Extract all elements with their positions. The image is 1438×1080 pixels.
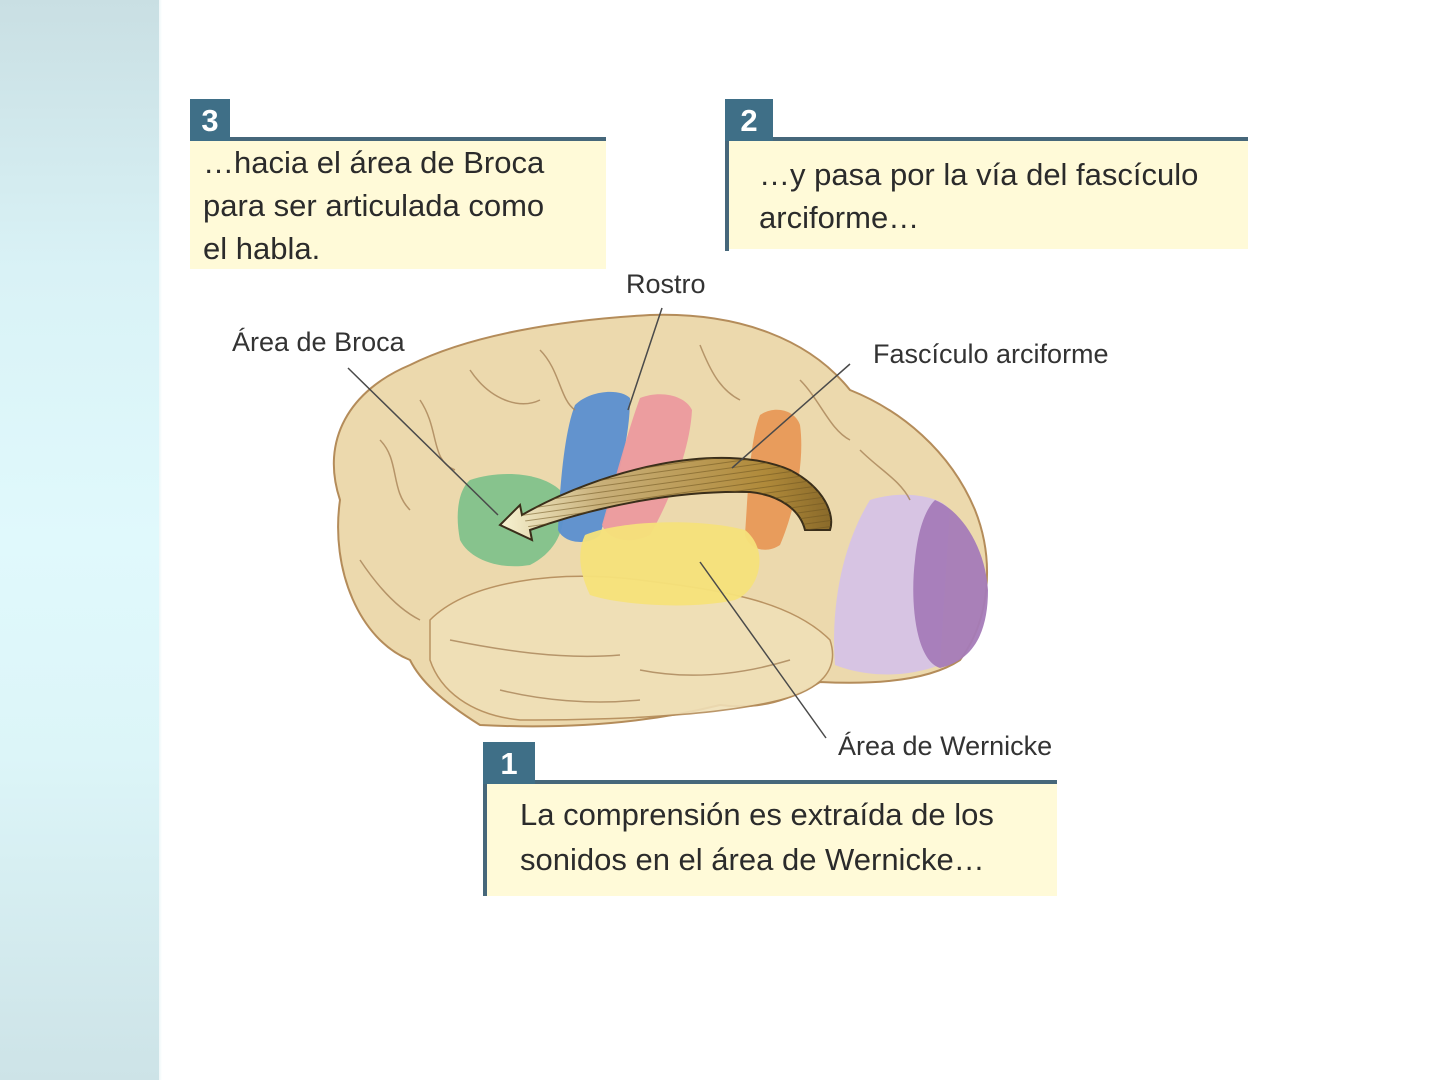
arcuate-fasciculus-arrow (498, 456, 833, 542)
callout-rule (230, 137, 606, 141)
label-rostro: Rostro (626, 269, 706, 299)
callout-line: sonidos en el área de Wernicke… (520, 842, 985, 877)
callout-side-rule (725, 141, 729, 251)
callout-text: …hacia el área de Broca para ser articul… (190, 141, 606, 269)
callout-line: el habla. (203, 231, 321, 266)
callout-rule (535, 780, 1057, 784)
step-badge: 2 (725, 99, 773, 141)
callout-line: La comprensión es extraída de los (520, 797, 994, 832)
label-area-broca: Área de Broca (232, 327, 405, 357)
callout-text: …y pasa por la vía del fascículo arcifor… (729, 141, 1248, 249)
sidebar-edge (159, 0, 162, 1080)
brain-shape (332, 313, 988, 728)
step-badge: 3 (190, 99, 230, 141)
callout-line: …hacia el área de Broca (203, 145, 545, 180)
callout-side-rule (483, 784, 487, 896)
label-area-wernicke: Área de Wernicke (838, 731, 1053, 761)
leader-lines (347, 307, 851, 739)
step-badge: 1 (483, 742, 535, 784)
region-visual-primary (913, 500, 988, 668)
label-fasciculo-arciforme: Fascículo arciforme (873, 339, 1109, 369)
callout-rule (773, 137, 1248, 141)
region-wernicke (580, 522, 760, 606)
callout-line: arciforme… (759, 200, 920, 235)
callout-line: …y pasa por la vía del fascículo (759, 157, 1199, 192)
slide-sidebar-decoration (0, 0, 159, 1080)
callout-line: para ser articulada como (203, 188, 545, 223)
callout-text: La comprensión es extraída de los sonido… (487, 784, 1057, 896)
